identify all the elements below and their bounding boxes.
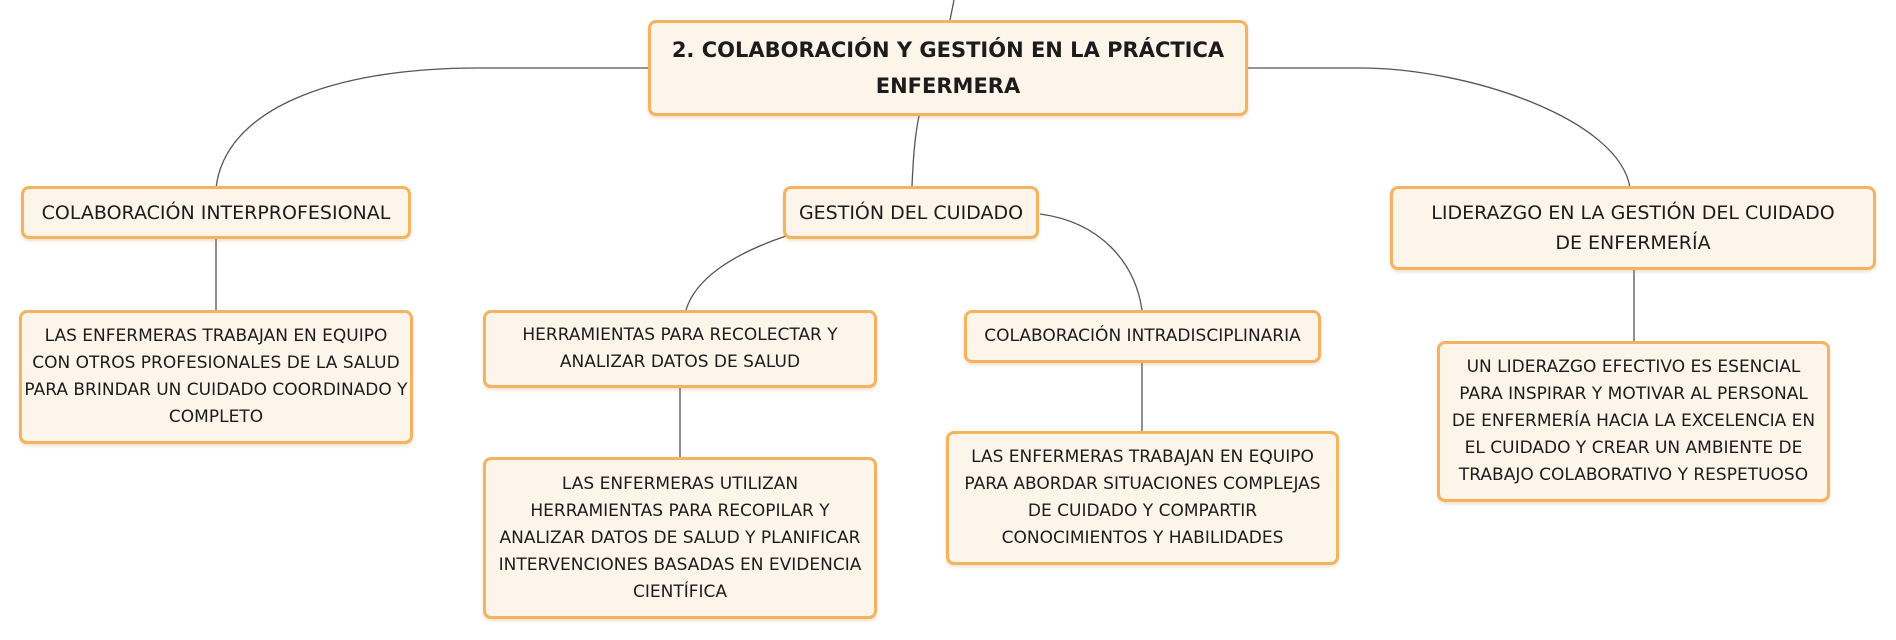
detail-liderazgo[interactable]: UN LIDERAZGO EFECTIVO ES ESENCIAL PARA I… [1437, 341, 1830, 502]
connector-parent-line [949, 0, 955, 21]
topic-colaboracion-interprofesional-label: COLABORACIÓN INTERPROFESIONAL [41, 201, 391, 224]
root-topic-label: 2. COLABORACIÓN Y GESTIÓN EN LA PRÁCTICA… [671, 38, 1225, 98]
detail-colaboracion-interprofesional-text: LAS ENFERMERAS TRABAJAN EN EQUIPO CON OT… [24, 326, 408, 427]
detail-herramientas-text: LAS ENFERMERAS UTILIZAN HERRAMIENTAS PAR… [498, 473, 862, 602]
detail-herramientas[interactable]: LAS ENFERMERAS UTILIZAN HERRAMIENTAS PAR… [483, 457, 877, 619]
subtopic-herramientas-label: HERRAMIENTAS PARA RECOLECTAR Y ANALIZAR … [522, 325, 838, 372]
connector-root-to-gestion [911, 115, 920, 187]
detail-colaboracion-intradisciplinaria-text: LAS ENFERMERAS TRABAJAN EN EQUIPO PARA A… [964, 447, 1321, 548]
connector-root-to-liderazgo [1248, 67, 1631, 189]
topic-colaboracion-interprofesional[interactable]: COLABORACIÓN INTERPROFESIONAL [21, 186, 411, 239]
topic-gestion-del-cuidado-label: GESTIÓN DEL CUIDADO [798, 201, 1024, 224]
connector-root-to-colaboracion [215, 67, 648, 189]
subtopic-colaboracion-intradisciplinaria-label: COLABORACIÓN INTRADISCIPLINARIA [984, 326, 1301, 346]
root-topic[interactable]: 2. COLABORACIÓN Y GESTIÓN EN LA PRÁCTICA… [648, 20, 1248, 116]
detail-colaboracion-interprofesional[interactable]: LAS ENFERMERAS TRABAJAN EN EQUIPO CON OT… [19, 310, 413, 444]
subtopic-colaboracion-intradisciplinaria[interactable]: COLABORACIÓN INTRADISCIPLINARIA [964, 310, 1321, 363]
topic-gestion-del-cuidado[interactable]: GESTIÓN DEL CUIDADO [783, 186, 1039, 239]
connector-gestion-to-herramientas [685, 235, 787, 311]
detail-colaboracion-intradisciplinaria[interactable]: LAS ENFERMERAS TRABAJAN EN EQUIPO PARA A… [946, 431, 1339, 565]
topic-liderazgo-label: LIDERAZGO EN LA GESTIÓN DEL CUIDADO DE E… [1431, 202, 1835, 254]
detail-liderazgo-text: UN LIDERAZGO EFECTIVO ES ESENCIAL PARA I… [1451, 357, 1816, 485]
subtopic-herramientas[interactable]: HERRAMIENTAS PARA RECOLECTAR Y ANALIZAR … [483, 310, 877, 388]
connector-gestion-to-intradisciplinaria [1039, 213, 1143, 311]
topic-liderazgo[interactable]: LIDERAZGO EN LA GESTIÓN DEL CUIDADO DE E… [1390, 186, 1876, 270]
